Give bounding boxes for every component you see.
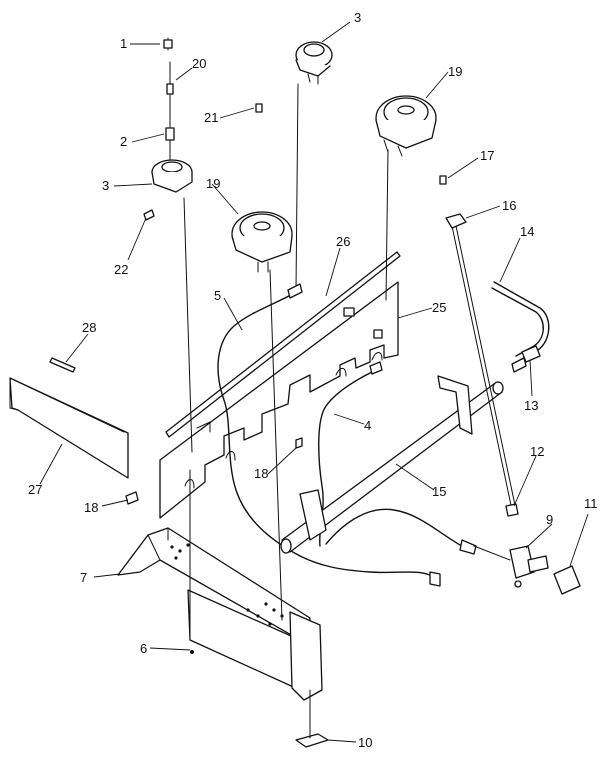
- screw-17: [439, 175, 447, 185]
- clip-16: [445, 213, 467, 229]
- callout-18-center: 18: [254, 466, 268, 481]
- callout-13: 13: [524, 398, 538, 413]
- burner-panel-25: [159, 281, 399, 519]
- callout-17: 17: [480, 148, 494, 163]
- burner-19-middle: [231, 103, 293, 273]
- callout-14: 14: [520, 224, 534, 239]
- manifold-15: [280, 375, 504, 554]
- assembly-lines: [183, 83, 389, 739]
- callout-16: 16: [502, 198, 516, 213]
- callout-20: 20: [192, 56, 206, 71]
- support-rod-26: [165, 251, 401, 438]
- burner-cap-3-upper: [295, 41, 333, 85]
- callout-26: 26: [336, 234, 350, 249]
- bracket-28: [49, 357, 76, 373]
- valve-assembly-9: [451, 225, 581, 595]
- screw-18: [125, 437, 303, 505]
- supply-tube-14: [491, 281, 550, 373]
- burner-19-upper: [375, 95, 437, 157]
- burner-cap-3-left: [143, 37, 193, 221]
- callout-10: 10: [358, 735, 372, 750]
- callout-12: 12: [530, 444, 544, 459]
- callout-labels: 1 20 2 3 3 22 21 19 19 17 16 14 26 5 25 …: [28, 10, 598, 750]
- callout-9: 9: [546, 512, 553, 527]
- callout-22: 22: [114, 262, 128, 277]
- callout-19-middle: 19: [206, 176, 220, 191]
- callout-28: 28: [82, 320, 96, 335]
- callout-18-left: 18: [84, 500, 98, 515]
- callout-3-upper: 3: [354, 10, 361, 25]
- leader-lines: [39, 21, 589, 743]
- burner-base-bracket-7: [117, 527, 323, 701]
- callout-2: 2: [120, 134, 127, 149]
- callout-19-upper: 19: [448, 64, 462, 79]
- callout-11: 11: [584, 496, 598, 511]
- callout-15: 15: [432, 484, 446, 499]
- callout-5: 5: [214, 288, 221, 303]
- foot-10: [295, 733, 329, 748]
- callout-21: 21: [204, 110, 218, 125]
- heat-shield-27: [9, 377, 129, 479]
- callout-27: 27: [28, 482, 42, 497]
- callout-3-left: 3: [102, 178, 109, 193]
- callout-1: 1: [120, 36, 127, 51]
- bracket-holes: [170, 543, 284, 626]
- callout-6: 6: [140, 641, 147, 656]
- callout-25: 25: [432, 300, 446, 315]
- callout-7: 7: [80, 570, 87, 585]
- callout-4: 4: [364, 418, 371, 433]
